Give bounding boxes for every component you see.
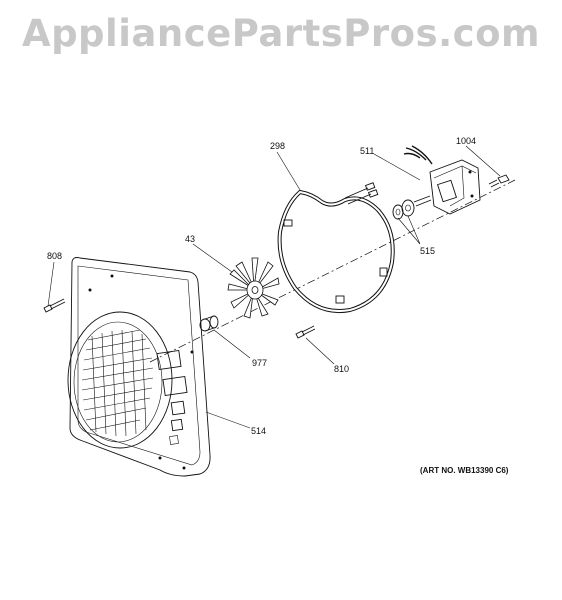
part-514-back-panel — [67, 257, 211, 477]
callout-43: 43 — [185, 234, 195, 244]
part-808-screw — [43, 298, 66, 313]
part-515-washers — [392, 199, 415, 220]
callout-810: 810 — [334, 364, 349, 374]
callout-515: 515 — [420, 246, 435, 256]
leader-lines — [47, 145, 501, 429]
callout-514: 514 — [251, 426, 266, 436]
part-810-screw — [295, 325, 316, 339]
callout-1004: 1004 — [456, 136, 476, 146]
center-axis-line — [149, 179, 516, 363]
panel-grille-slots — [81, 329, 154, 437]
part-977-bushing — [199, 315, 219, 332]
callout-298: 298 — [270, 141, 285, 151]
callout-808: 808 — [47, 251, 62, 261]
part-43-fan-blade — [227, 257, 280, 319]
art-number: (ART NO. WB13390 C6) — [420, 466, 509, 475]
watermark-logo: AppliancePartsPros.com — [21, 12, 541, 55]
callout-511: 511 — [360, 146, 374, 156]
part-511-fan-motor — [403, 145, 481, 215]
part-298-heating-element — [277, 182, 395, 313]
callout-977: 977 — [252, 358, 267, 368]
part-1004-screw — [488, 174, 510, 188]
